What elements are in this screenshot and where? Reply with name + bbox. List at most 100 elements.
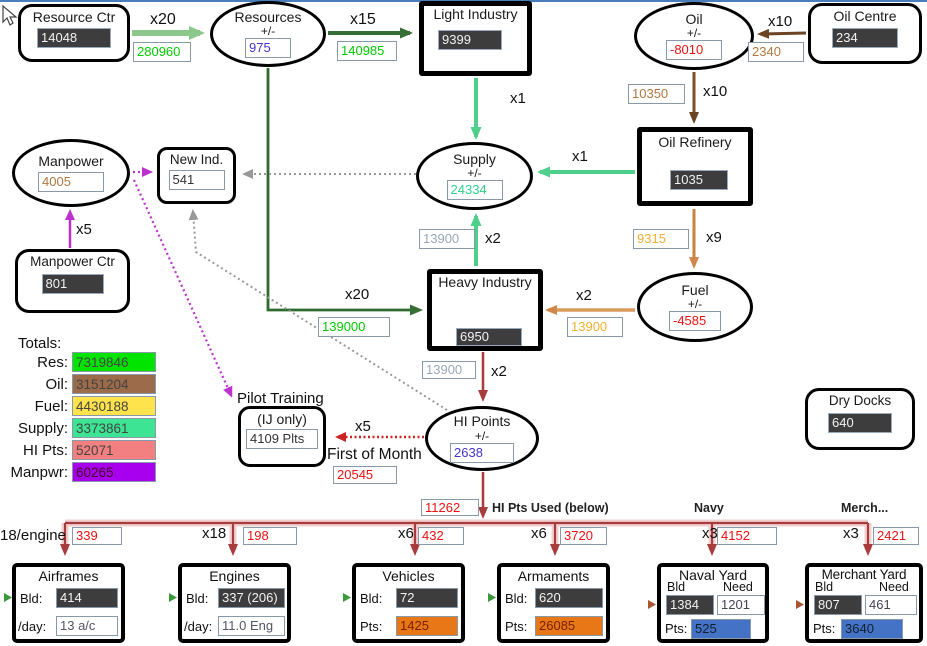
node-manpower-ctr: Manpower Ctr 801 xyxy=(15,249,130,313)
totals-title: Totals: xyxy=(18,335,62,352)
totals-hipts-value: 52071 xyxy=(72,440,156,460)
fuel-title: Fuel xyxy=(681,281,709,298)
mult-oil-refinery: x10 xyxy=(703,83,728,100)
branch-merchant-value: 2421 xyxy=(873,527,919,545)
armaments-title: Armaments xyxy=(517,568,590,584)
factory-naval-yard: Naval Yard Bld Need 1384 1201 Pts: 525 xyxy=(657,563,769,643)
node-oil: Oil +/- -8010 xyxy=(634,2,754,70)
totals-supply-label: Supply: xyxy=(17,420,68,437)
merchant-bld-value: 807 xyxy=(814,595,862,615)
mult-refinery-fuel: x9 xyxy=(706,229,722,246)
resources-subtitle: +/- xyxy=(260,24,276,39)
branch-armaments-value: 3720 xyxy=(560,527,607,545)
flow-resources-hi: 139000 xyxy=(318,317,390,337)
supply-value: 24334 xyxy=(446,180,503,201)
merchant-bld-label: Bld xyxy=(815,580,834,594)
flow-resources-light: 140985 xyxy=(337,41,397,61)
flow-hi-supply: 13900 xyxy=(419,229,475,249)
branch-airframes-value: 339 xyxy=(72,527,122,545)
naval-pts-value: 525 xyxy=(691,619,751,639)
manpower-title: Manpower xyxy=(38,152,104,169)
heavy-industry-title: Heavy Industry xyxy=(438,274,532,290)
branch-vehicles-mult: x6 xyxy=(398,525,414,542)
node-manpower: Manpower 4005 xyxy=(12,139,130,207)
resource-ctr-value: 14048 xyxy=(37,28,111,49)
naval-need-label: Need xyxy=(723,580,753,594)
manpower-ctr-title: Manpower Ctr xyxy=(30,254,115,269)
flow-refinery-fuel: 9315 xyxy=(633,229,689,249)
merchant-pts-label: Pts: xyxy=(813,621,836,636)
manpower-value: 4005 xyxy=(38,172,104,193)
armaments-bld-value: 620 xyxy=(535,588,603,608)
engines-bld-value: 337 (206) xyxy=(218,588,285,608)
engine-note-label: 18/engine xyxy=(0,527,66,544)
branch-merchant-mult: x3 xyxy=(843,525,859,542)
totals-hipts-label: HI Pts: xyxy=(22,442,68,459)
flow-oil-refinery: 10350 xyxy=(628,84,685,104)
oil-refinery-value: 1035 xyxy=(670,170,728,190)
pilot-training-title: Pilot Training xyxy=(237,390,324,407)
node-heavy-industry: Heavy Industry 6950 xyxy=(427,269,543,351)
engines-day-label: /day: xyxy=(184,619,213,634)
mult-hi-hipoints: x2 xyxy=(491,363,507,380)
node-hi-points: HI Points +/- 2638 xyxy=(425,406,539,471)
merchant-need-value: 461 xyxy=(865,595,917,615)
mult-hi-supply: x2 xyxy=(485,230,501,247)
node-light-industry: Light Industry 9399 xyxy=(419,1,532,76)
totals-res-label: Res: xyxy=(37,354,68,371)
fuel-subtitle: +/- xyxy=(687,297,703,312)
flow-oilcentre-oil: 2340 xyxy=(748,42,804,62)
mult-resources-hi: x20 xyxy=(345,286,370,303)
mult-resctr-resources: x20 xyxy=(150,11,176,28)
node-dry-docks: Dry Docks 640 xyxy=(805,388,915,450)
dry-docks-title: Dry Docks xyxy=(828,393,892,408)
hi-points-subtitle: +/- xyxy=(474,428,490,443)
new-ind-value: 541 xyxy=(168,169,225,190)
new-ind-title: New Ind. xyxy=(169,152,224,167)
mult-oilcentre-oil: x10 xyxy=(768,13,793,30)
flow-hipoints-pilot: 20545 xyxy=(333,466,397,484)
engines-title: Engines xyxy=(209,568,260,584)
oil-centre-value: 234 xyxy=(832,28,898,49)
airframes-day-label: /day: xyxy=(18,619,47,634)
mult-light-supply: x1 xyxy=(510,90,526,107)
navy-label: Navy xyxy=(694,501,724,515)
airframes-bld-label: Bld: xyxy=(20,591,43,606)
merchant-need-label: Need xyxy=(879,580,909,594)
armaments-pts-label: Pts: xyxy=(505,619,528,634)
vehicles-pts-value: 1425 xyxy=(396,616,458,636)
oil-title: Oil xyxy=(685,10,703,27)
hi-points-title: HI Points xyxy=(453,413,511,430)
totals-oil-value: 3151204 xyxy=(72,374,156,394)
fuel-value: -4585 xyxy=(669,311,721,332)
airframes-title: Airframes xyxy=(38,568,99,584)
node-resources: Resources +/- 975 xyxy=(210,1,326,67)
naval-yard-title: Naval Yard xyxy=(679,567,747,583)
totals-oil-label: Oil: xyxy=(45,376,69,393)
mult-hipoints-pilot: x5 xyxy=(355,418,371,435)
manpower-ctr-value: 801 xyxy=(41,273,104,294)
branch-armaments-mult: x6 xyxy=(531,525,547,542)
flow-hipoints-down: 11262 xyxy=(421,499,479,516)
supply-subtitle: +/- xyxy=(467,166,482,181)
totals-manpwr-label: Manpwr: xyxy=(10,464,68,481)
pilot-training-subtitle: (IJ only) xyxy=(257,411,307,427)
flow-resctr-resources: 280960 xyxy=(133,42,191,62)
light-industry-value: 9399 xyxy=(438,30,502,50)
airframes-day-value: 13 a/c xyxy=(56,616,118,636)
flow-hi-hipoints: 13900 xyxy=(422,361,476,379)
pilot-training-value: 4109 Plts xyxy=(246,429,318,450)
merchant-pts-value: 3640 xyxy=(841,619,903,639)
merchant-yard-title: Merchant Yard xyxy=(821,567,907,582)
totals-fuel-label: Fuel: xyxy=(34,398,68,415)
node-new-ind: New Ind. 541 xyxy=(157,147,236,204)
oil-value: -8010 xyxy=(666,40,722,61)
mult-resources-light: x15 xyxy=(350,11,376,28)
hi-pts-used-label: HI Pts Used (below) xyxy=(492,501,609,515)
resource-ctr-title: Resource Ctr xyxy=(32,9,116,25)
hi-points-value: 2638 xyxy=(450,442,514,463)
branch-vehicles-value: 432 xyxy=(418,527,464,545)
mult-fuel-hi: x2 xyxy=(576,287,592,304)
resources-value: 975 xyxy=(245,38,291,59)
